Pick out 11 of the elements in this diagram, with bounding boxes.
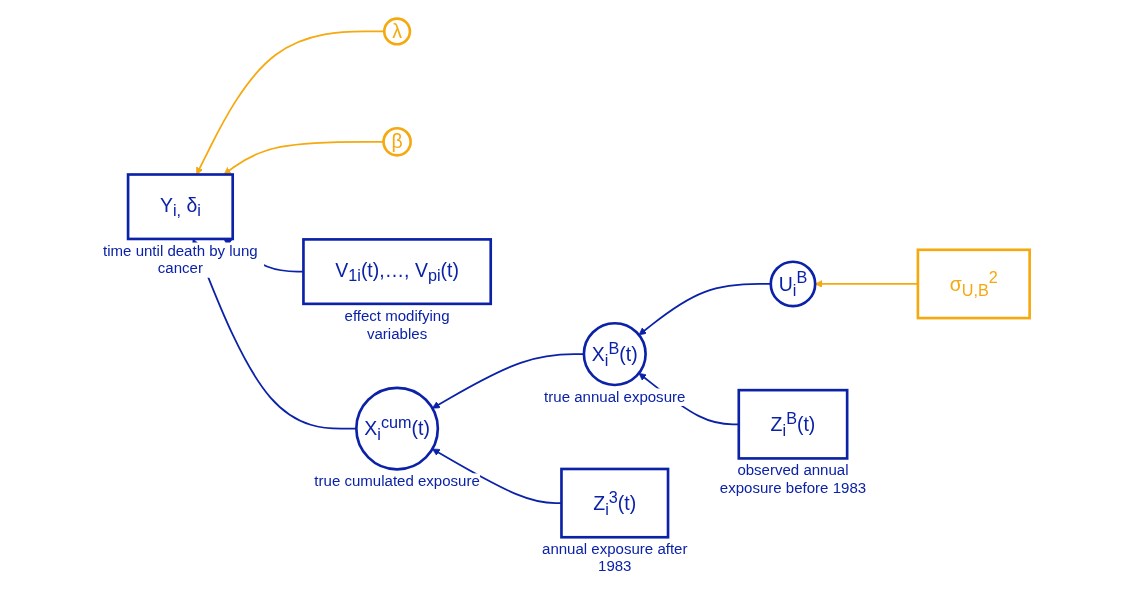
- node-box: Z$_{i}$$^{B}$(t): [737, 388, 849, 460]
- node-circle: X$_{i}$$^{cum}$(t): [355, 386, 440, 471]
- annotation-text: true cumulated exposure: [314, 472, 480, 491]
- node-circle: X$_{i}$$^{B}$(t): [582, 321, 647, 386]
- node-circle: β: [382, 126, 412, 157]
- node-box: Y$_{i,}$ δ$_{i}$: [126, 172, 234, 240]
- annotation-text: true annual exposure: [544, 388, 686, 406]
- node-circle: λ: [382, 16, 412, 46]
- node-box: V$_{1i}$(t),…, V$_{pi}$(t): [302, 237, 493, 305]
- arrow: [432, 352, 585, 409]
- node-box: Z$_{i}$$^{3}$(t): [560, 467, 670, 539]
